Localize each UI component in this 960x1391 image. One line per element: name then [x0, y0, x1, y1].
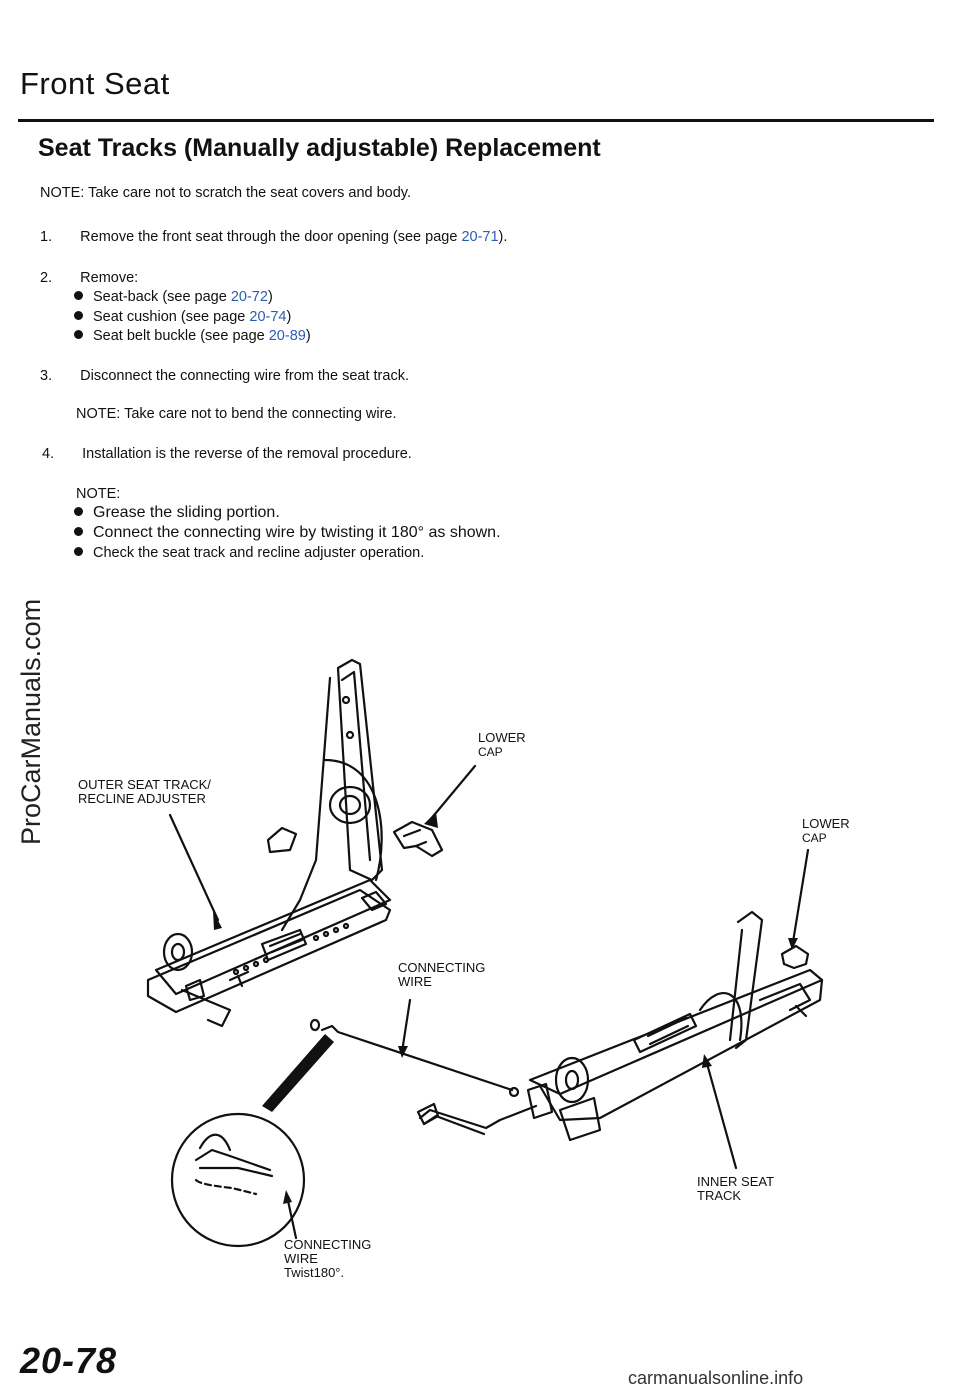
label-line: INNER SEAT	[697, 1174, 775, 1189]
step-2-bullet-2: Seat cushion (see page 20-74)	[74, 308, 291, 326]
section-title: Seat Tracks (Manually adjustable) Replac…	[38, 134, 601, 162]
step-1-num: 1.	[40, 229, 53, 245]
step-4-bullet-1: Grease the sliding portion.	[74, 504, 280, 522]
arrow-outer-track	[213, 911, 222, 930]
label-line: LOWER	[478, 730, 526, 745]
label-connecting-wire: CONNECTING WIRE	[398, 961, 485, 989]
watermark: ProCarManuals.com	[16, 598, 46, 845]
link-20-89[interactable]: 20-89	[268, 328, 306, 344]
bullet-icon	[74, 547, 83, 556]
step-4-bullet-3: Check the seat track and recline adjuste…	[74, 544, 424, 562]
leader-lines	[168, 764, 810, 1240]
step-4-bullet-2: Connect the connecting wire by twisting …	[74, 524, 501, 542]
step-2-bullet-1: Seat-back (see page 20-72)	[74, 288, 273, 306]
step-1-text: Remove the front seat through the door o…	[80, 229, 462, 245]
step-2-bullet-3: Seat belt buckle (see page 20-89)	[74, 327, 311, 345]
link-20-72[interactable]: 20-72	[230, 289, 268, 305]
bullet-text: Connect the connecting wire by twisting …	[93, 524, 501, 541]
bullet-icon	[74, 507, 83, 516]
step-2-num: 2.	[40, 270, 53, 286]
twist-detail-drawing	[170, 1112, 306, 1248]
lower-cap-drawing-1	[392, 820, 444, 858]
step-4-num: 4.	[42, 446, 55, 462]
label-line: OUTER SEAT TRACK/	[78, 777, 211, 792]
step-2: 2. Remove:	[40, 269, 138, 287]
label-line: CONNECTING	[284, 1237, 372, 1252]
connecting-wire-drawing	[309, 1018, 520, 1098]
label-lower-cap-1: LOWER CAP	[478, 730, 526, 760]
step-1: 1. Remove the front seat through the doo…	[40, 228, 507, 246]
bullet-text: Check the seat track and recline adjuste…	[93, 545, 425, 561]
step-4: 4. Installation is the reverse of the re…	[42, 445, 412, 463]
label-line: CONNECTING	[398, 960, 486, 975]
arrow-connecting-wire-twist	[283, 1190, 292, 1204]
note-top: NOTE: Take care not to scratch the seat …	[40, 185, 412, 201]
bullet-text: Seat belt buckle (see page	[93, 328, 269, 344]
footer-site[interactable]: carmanualsonline.info	[628, 1368, 804, 1388]
step-2-text: Remove:	[80, 270, 139, 286]
step-4-note-label: NOTE:	[76, 486, 121, 502]
label-line: TRACK	[697, 1188, 742, 1203]
label-outer-track: OUTER SEAT TRACK/ RECLINE ADJUSTER	[78, 778, 211, 806]
step-3: 3. Disconnect the connecting wire from t…	[40, 367, 409, 385]
label-line: WIRE	[398, 974, 432, 989]
arrow-lower-cap-2	[788, 938, 798, 950]
link-20-74[interactable]: 20-74	[249, 309, 287, 325]
bullet-text: Seat-back (see page	[93, 289, 231, 305]
step-3-num: 3.	[40, 368, 53, 384]
bullet-text: Grease the sliding portion.	[93, 504, 280, 521]
outer-seat-track-drawing	[146, 658, 392, 1028]
label-line: RECLINE ADJUSTER	[78, 791, 206, 806]
step-1-after: ).	[498, 229, 508, 245]
arrow-inner-track	[702, 1054, 712, 1068]
bullet-icon	[74, 311, 83, 320]
bullet-icon	[74, 527, 83, 536]
label-line: CAP	[478, 745, 503, 759]
detail-pointer	[262, 1034, 334, 1112]
step-3-note: NOTE: Take care not to bend the connecti…	[76, 406, 397, 422]
step-4-text: Installation is the reverse of the remov…	[82, 446, 412, 462]
arrow-connecting-wire	[398, 1046, 408, 1058]
bullet-after: )	[305, 328, 311, 344]
bullet-icon	[74, 330, 83, 339]
label-line: CAP	[802, 831, 827, 845]
page-number: 20-78	[20, 1340, 118, 1381]
label-line: Twist180°.	[284, 1265, 345, 1280]
bullet-after: )	[267, 289, 273, 305]
link-20-71[interactable]: 20-71	[461, 229, 499, 245]
arrow-lower-cap-1	[424, 812, 438, 828]
bullet-after: )	[286, 309, 292, 325]
inner-seat-track-drawing	[416, 910, 824, 1142]
label-connecting-wire-twist: CONNECTING WIRE Twist180°.	[284, 1238, 371, 1280]
lower-cap-drawing-2	[780, 944, 810, 970]
label-inner-track: INNER SEAT TRACK	[697, 1175, 774, 1203]
label-lower-cap-2: LOWER CAP	[802, 816, 850, 846]
label-line: LOWER	[802, 816, 850, 831]
title-rule	[18, 119, 934, 122]
bullet-text: Seat cushion (see page	[93, 309, 250, 325]
page-title: Front Seat	[20, 66, 170, 101]
label-line: WIRE	[284, 1251, 318, 1266]
bullet-icon	[74, 291, 83, 300]
step-3-text: Disconnect the connecting wire from the …	[80, 368, 409, 384]
